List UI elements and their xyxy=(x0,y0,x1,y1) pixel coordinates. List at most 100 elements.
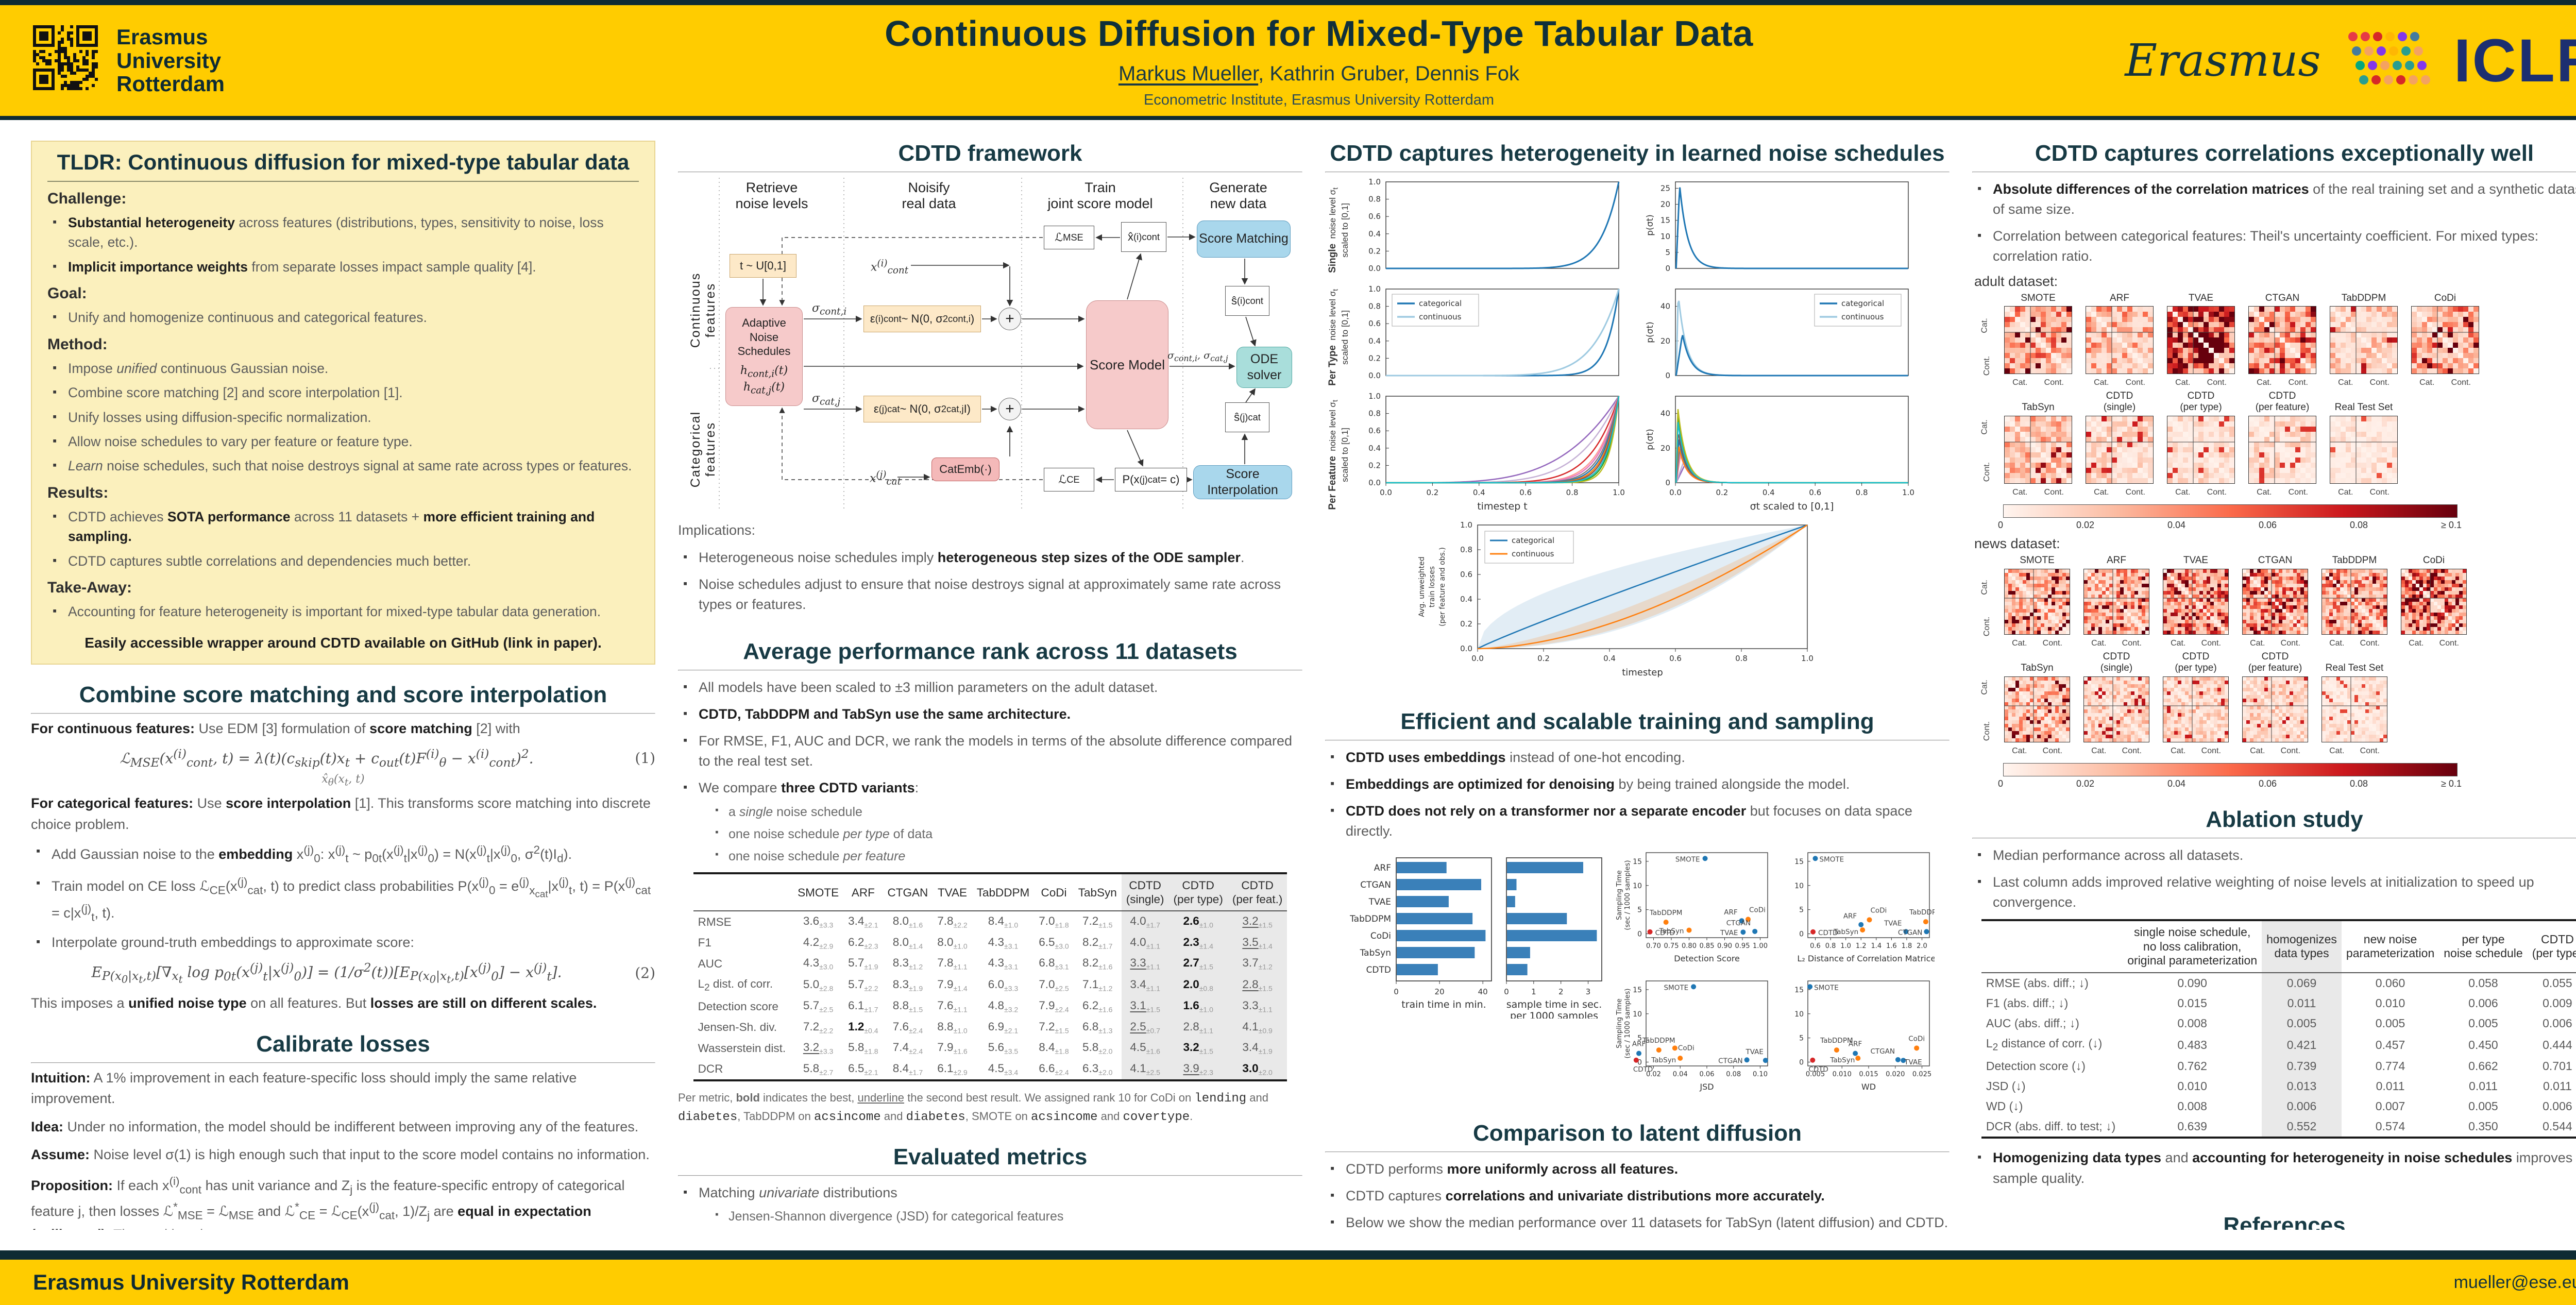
svg-text:20: 20 xyxy=(1660,336,1670,346)
svg-text:0.08: 0.08 xyxy=(1726,1071,1741,1078)
svg-text:continuous: continuous xyxy=(1841,312,1884,321)
list-item: Interpolate ground-truth embeddings to a… xyxy=(35,933,655,953)
qr-code-icon xyxy=(31,23,103,98)
svg-text:0.8: 0.8 xyxy=(1856,488,1868,497)
svg-text:15: 15 xyxy=(1794,986,1804,994)
svg-text:TabSyn: TabSyn xyxy=(1829,1056,1855,1064)
svg-text:(sec / 1000 samples): (sec / 1000 samples) xyxy=(1624,860,1632,930)
tldr-footer: Easily accessible wrapper around CDTD av… xyxy=(84,635,602,651)
svg-text:1.0: 1.0 xyxy=(1368,392,1381,401)
svg-text:0.2: 0.2 xyxy=(1368,353,1381,363)
svg-text:0.2: 0.2 xyxy=(1537,654,1550,663)
iclr-dots-icon xyxy=(2344,28,2431,93)
svg-text:Sampling Time: Sampling Time xyxy=(1616,870,1623,920)
svg-text:0.4: 0.4 xyxy=(1473,488,1485,497)
section-avgrank: Average performance rank across 11 datas… xyxy=(678,639,1302,1127)
svg-text:WD: WD xyxy=(1861,1082,1876,1092)
svg-text:SMOTE: SMOTE xyxy=(1664,984,1688,992)
svg-text:0.015: 0.015 xyxy=(1859,1071,1878,1078)
svg-text:0.95: 0.95 xyxy=(1735,942,1750,950)
implications-list: Heterogeneous noise schedules imply hete… xyxy=(678,548,1302,615)
bullet-list: Median performance across all datasets.L… xyxy=(1972,845,2576,912)
score-interpolation-box: Score Interpolation xyxy=(1193,465,1292,499)
svg-text:categorical: categorical xyxy=(1841,299,1884,308)
svg-text:15: 15 xyxy=(1660,216,1670,225)
footer-org: Erasmus University Rotterdam xyxy=(33,1270,349,1294)
svg-text:10: 10 xyxy=(1633,1010,1642,1018)
svg-text:0: 0 xyxy=(1394,987,1399,996)
diagram-column-header: Noisify real data xyxy=(902,180,956,211)
svg-text:0: 0 xyxy=(1799,1058,1804,1066)
footer-bar: Erasmus University Rotterdam mueller@ese… xyxy=(0,1260,2576,1305)
svg-text:TabDDPM: TabDDPM xyxy=(1909,908,1935,917)
svg-text:0.005: 0.005 xyxy=(1806,1071,1825,1078)
bullet-list: All models have been scaled to ±3 millio… xyxy=(678,677,1302,866)
svg-text:CDTD: CDTD xyxy=(1808,1065,1828,1073)
section-latent-comparison: Comparison to latent diffusion CDTD perf… xyxy=(1325,1121,1950,1230)
svg-text:0.0: 0.0 xyxy=(1460,644,1472,653)
svg-text:CDTD: CDTD xyxy=(1818,928,1838,937)
footer-email[interactable]: mueller@ese.eur.nl xyxy=(2453,1272,2576,1292)
list-item: Correlation between categorical features… xyxy=(1976,226,2576,266)
svg-text:15: 15 xyxy=(1633,986,1642,994)
svg-text:p(σt): p(σt) xyxy=(1645,429,1655,450)
svg-text:0.0: 0.0 xyxy=(1380,488,1392,497)
svg-text:0.6: 0.6 xyxy=(1669,654,1682,663)
svg-text:20: 20 xyxy=(1660,444,1670,453)
paragraph: This imposes a unified noise type on all… xyxy=(31,995,597,1011)
svg-text:0.70: 0.70 xyxy=(1646,942,1661,950)
svg-text:(per feature and obs.): (per feature and obs.) xyxy=(1438,547,1447,626)
svg-text:Avg. unweighted: Avg. unweighted xyxy=(1418,556,1426,617)
svg-text:ARF: ARF xyxy=(1849,1040,1862,1048)
sigma-cat-label: σcat,j xyxy=(812,392,841,408)
svg-text:TVAE: TVAE xyxy=(1368,897,1391,907)
column-2: CDTD framework Retrieve noise levels Noi… xyxy=(678,141,1302,1230)
svg-text:CTGAN: CTGAN xyxy=(1718,1057,1742,1065)
paragraph: Assume: Noise level σ(1) is high enough … xyxy=(31,1147,650,1163)
erasmus-script-logo: Erasmus xyxy=(2125,35,2321,87)
svg-text:0: 0 xyxy=(1665,371,1670,380)
svg-text:40: 40 xyxy=(1478,987,1488,996)
svg-text:0.04: 0.04 xyxy=(1673,1071,1688,1078)
svg-text:per 1000 samples: per 1000 samples xyxy=(1510,1010,1598,1019)
diagram-row-label: Categorical features xyxy=(688,411,718,488)
svg-text:CTGAN: CTGAN xyxy=(1870,1047,1894,1055)
svg-text:TabSyn: TabSyn xyxy=(1360,948,1391,958)
svg-text:TabSyn: TabSyn xyxy=(1651,1056,1676,1064)
equation-1-underbrace: x̂θ(xt, t) xyxy=(321,772,365,788)
svg-text:0.0: 0.0 xyxy=(1669,488,1682,497)
paragraph: Idea: Under no information, the model sh… xyxy=(31,1118,639,1134)
svg-text:(sec / 1000 samples): (sec / 1000 samples) xyxy=(1624,988,1632,1058)
affiliation: Econometric Institute, Erasmus Universit… xyxy=(1143,91,1495,108)
score-matching-box: Score Matching xyxy=(1197,221,1291,258)
svg-text:1.0: 1.0 xyxy=(1801,654,1814,663)
svg-text:0: 0 xyxy=(1665,478,1670,487)
shat-cont-box: ŝ(i)cont xyxy=(1225,286,1269,316)
svg-text:0.6: 0.6 xyxy=(1809,488,1821,497)
svg-text:0: 0 xyxy=(1665,264,1670,273)
svg-text:0.0: 0.0 xyxy=(1368,264,1381,273)
section-ablation: Ablation study Median performance across… xyxy=(1972,807,2576,1195)
svg-text:0.8: 0.8 xyxy=(1368,195,1381,204)
svg-text:3: 3 xyxy=(1586,987,1591,996)
catemb-box: CatEmb(·) xyxy=(931,457,999,481)
svg-text:0.8: 0.8 xyxy=(1825,942,1836,950)
author-link[interactable]: Markus Mueller xyxy=(1118,62,1259,85)
tldr-groups: Challenge:Substantial heterogeneity acro… xyxy=(47,190,639,621)
list-item: CDTD does not rely on a transformer nor … xyxy=(1329,801,1950,841)
iclr-logo: ICLR xyxy=(2453,26,2576,95)
